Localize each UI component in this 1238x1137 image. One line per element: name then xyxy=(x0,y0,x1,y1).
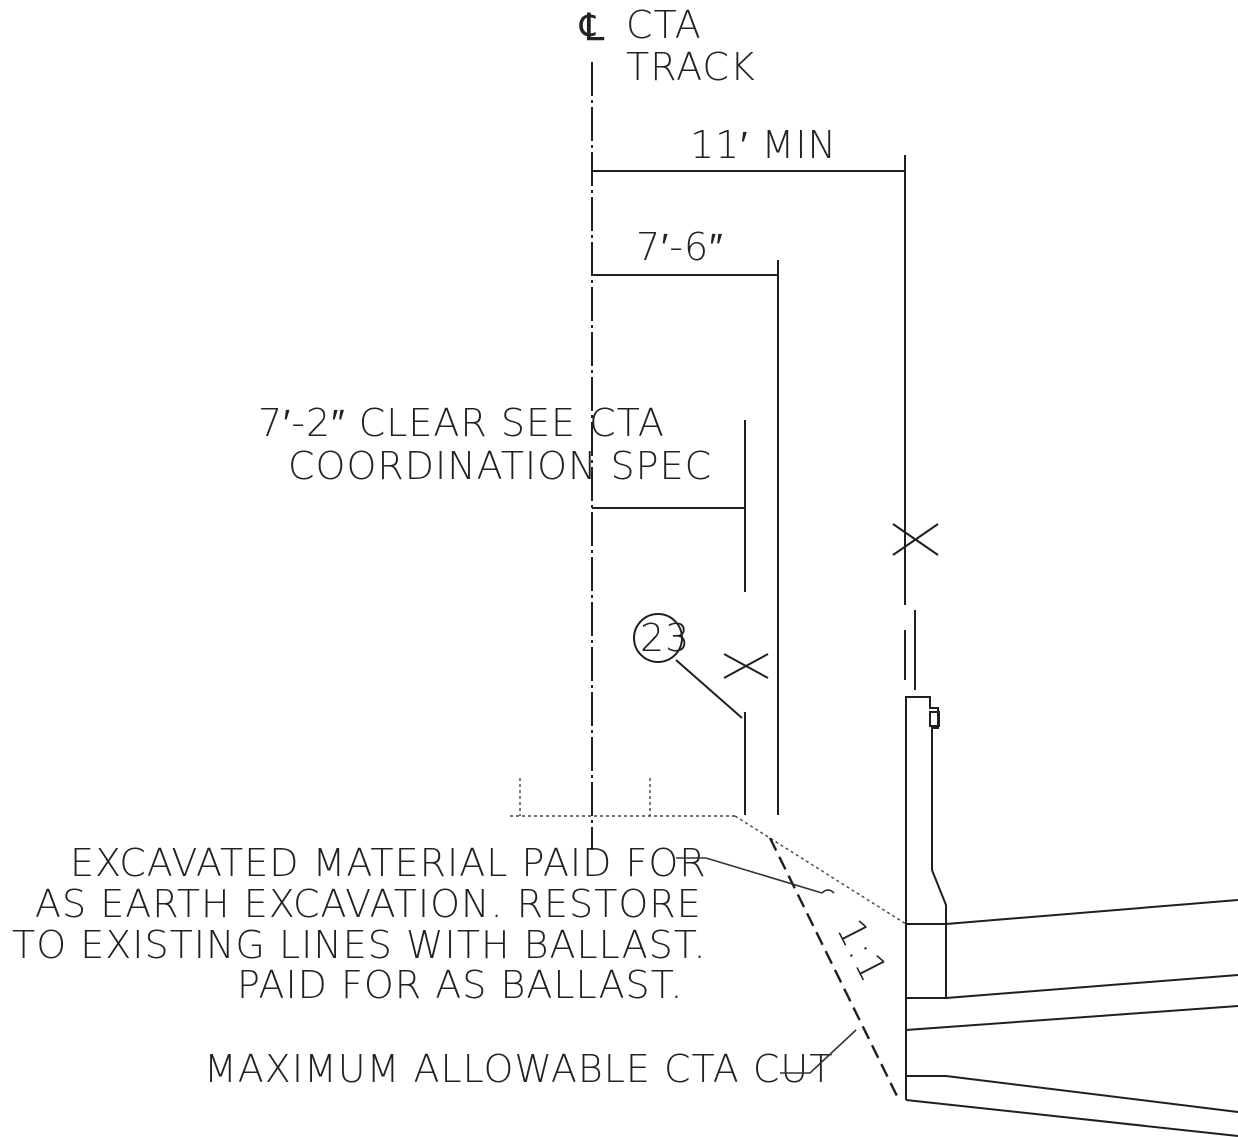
maximum-cut-line xyxy=(768,837,900,1099)
max-cut-label: MAXIMUM ALLOWABLE CTA CUT xyxy=(204,1047,833,1091)
dimension-7-6-label: 7′-6″ xyxy=(636,225,724,269)
dimension-11-min: 11′ MIN xyxy=(592,123,906,680)
dimension-7-2-clear: 7′-2″ CLEAR SEE CTA COORDINATION SPEC xyxy=(258,401,746,815)
centerline-label: ℄ CTA TRACK xyxy=(579,3,756,89)
excavation-note-line1: EXCAVATED MATERIAL PAID FOR xyxy=(70,841,707,885)
excavation-leader xyxy=(676,857,823,894)
excavation-note-line2: AS EARTH EXCAVATION. RESTORE xyxy=(35,882,702,926)
max-cut-note: MAXIMUM ALLOWABLE CTA CUT xyxy=(204,1029,857,1091)
centerline-symbol: ℄ xyxy=(579,5,605,49)
centerline-label-cta: CTA xyxy=(626,3,702,47)
break-mark-inner xyxy=(723,653,769,679)
dimension-7-2-label-line2: COORDINATION SPEC xyxy=(288,444,712,488)
max-cut-leader xyxy=(780,1029,857,1074)
centerline-label-track: TRACK xyxy=(626,45,756,89)
excavation-note-line3: TO EXISTING LINES WITH BALLAST. xyxy=(12,923,707,967)
excavation-note: EXCAVATED MATERIAL PAID FOR AS EARTH EXC… xyxy=(12,841,835,1007)
dimension-7-2-label-line1: 7′-2″ CLEAR SEE CTA xyxy=(258,401,665,445)
excavation-note-line4: PAID FOR AS BALLAST. xyxy=(237,963,683,1007)
existing-ground-line xyxy=(510,778,907,925)
callout-23-number: 23 xyxy=(640,616,690,660)
break-mark-outer xyxy=(892,523,939,556)
callout-23: 23 xyxy=(633,613,743,719)
barrier-wall xyxy=(905,696,947,1100)
pavement-layers xyxy=(905,899,1238,1137)
dimension-11-min-label: 11′ MIN xyxy=(690,123,837,167)
dimension-7-6: 7′-6″ xyxy=(592,225,779,815)
